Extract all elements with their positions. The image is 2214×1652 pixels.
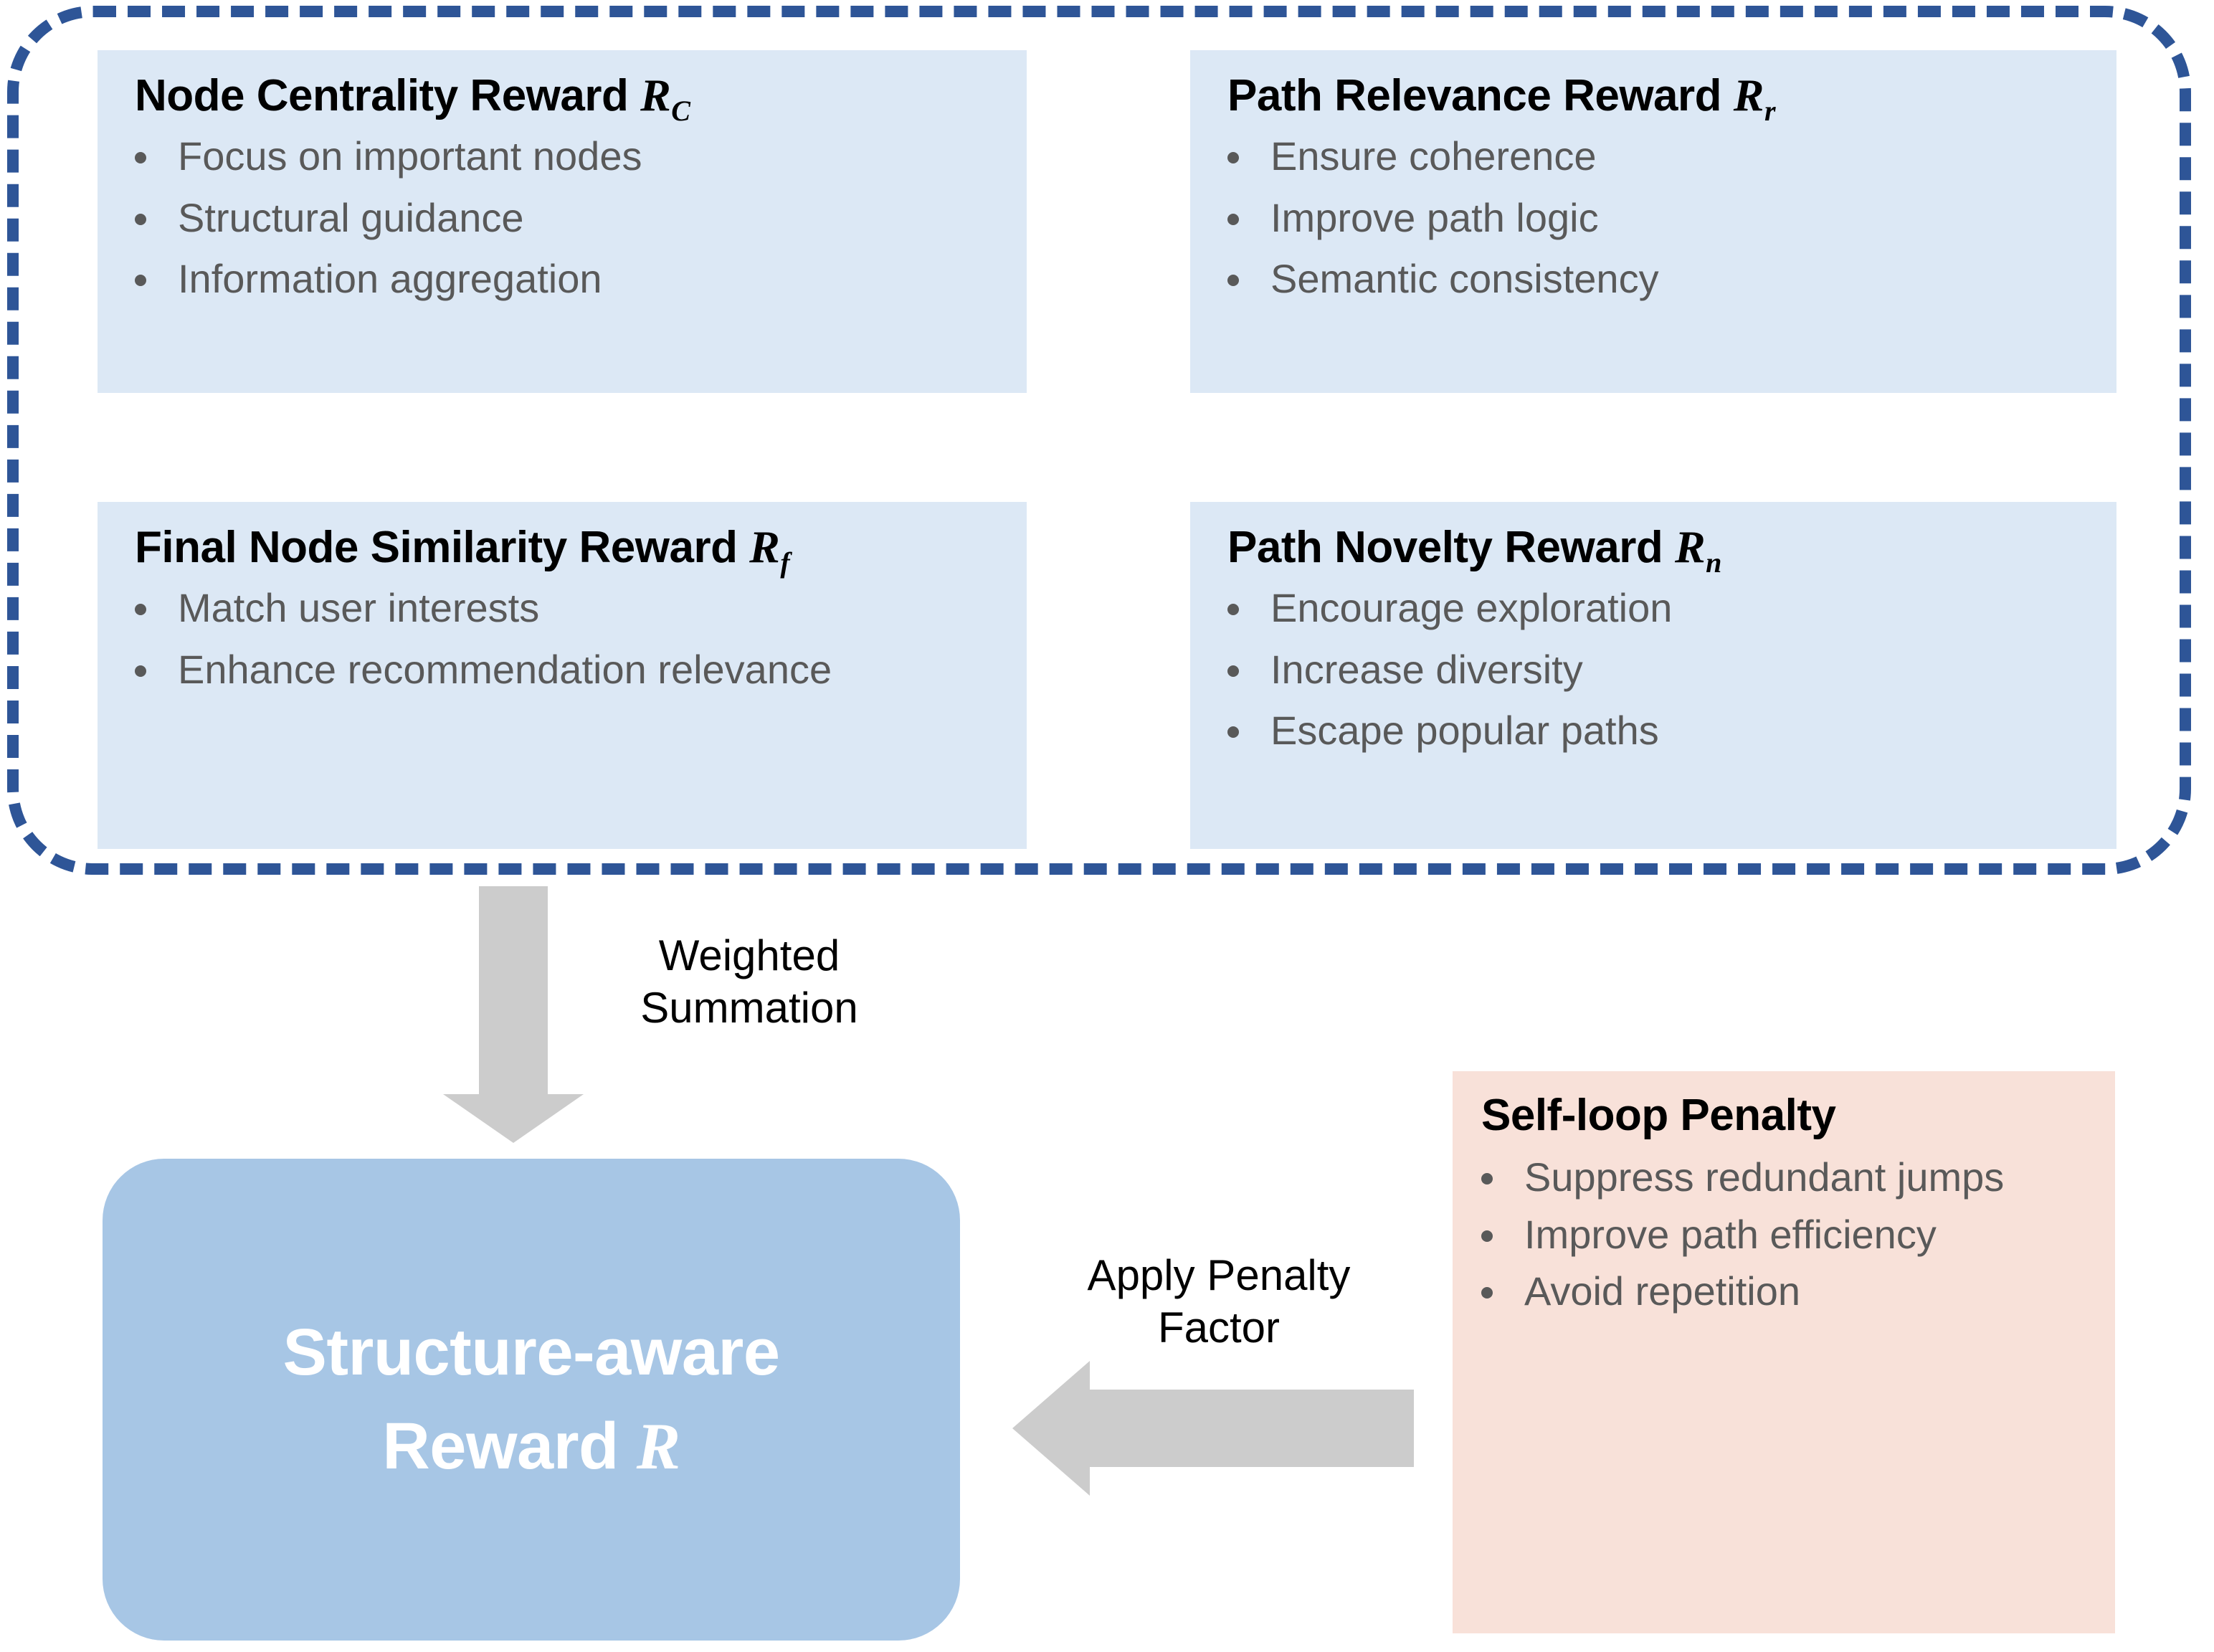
card-title-node-centrality: Node Centrality Reward RC (135, 70, 690, 127)
list-item: Information aggregation (135, 253, 1012, 305)
list-item: Match user interests (135, 582, 912, 634)
bullet-list-self-loop-penalty: Suppress redundant jumps Improve path ef… (1481, 1152, 2091, 1323)
bullet-dot-icon (135, 152, 146, 163)
arrow-label-line-1: Weighted (658, 931, 840, 979)
list-item: Improve path logic (1227, 192, 2102, 244)
bullet-list-final-node-similarity: Match user interests Enhance recommendat… (135, 582, 912, 705)
arrow-label-line-2: Summation (640, 984, 858, 1032)
bullet-dot-icon (135, 665, 146, 677)
bullet-text: Ensure coherence (1270, 133, 1597, 179)
bullet-text: Match user interests (178, 585, 540, 630)
arrow-label-line-2: Factor (1157, 1304, 1281, 1352)
card-node-centrality-reward: Node Centrality Reward RC Focus on impor… (98, 50, 1027, 393)
structure-aware-reward-box: Structure-aware Reward R (103, 1159, 960, 1641)
list-item: Improve path efficiency (1481, 1209, 2091, 1261)
result-line-1: Structure-aware (282, 1316, 780, 1390)
card-final-node-similarity-reward: Final Node Similarity Reward Rf Match us… (98, 502, 1027, 849)
arrow-label-apply-penalty: Apply Penalty Factor (1032, 1249, 1405, 1354)
list-item: Semantic consistency (1227, 253, 2102, 305)
bullet-text: Suppress redundant jumps (1524, 1154, 2005, 1200)
list-item: Ensure coherence (1227, 130, 2102, 182)
bullet-dot-icon (135, 213, 146, 225)
bullet-text: Improve path efficiency (1524, 1211, 1937, 1257)
card-title-path-novelty: Path Novelty Reward Rn (1227, 521, 1721, 579)
list-item: Escape popular paths (1227, 705, 2102, 756)
bullet-dot-icon (1227, 665, 1239, 677)
bullet-text: Semantic consistency (1270, 256, 1659, 302)
bullet-dot-icon (1227, 726, 1239, 739)
bullet-text: Structural guidance (178, 194, 524, 240)
bullet-text: Information aggregation (178, 256, 602, 302)
list-item: Suppress redundant jumps (1481, 1152, 2091, 1203)
bullet-text: Improve path logic (1270, 194, 1599, 240)
bullet-text: Enhance recommendation relevance (178, 646, 832, 692)
bullet-list-path-novelty: Encourage exploration Increase diversity… (1227, 582, 2102, 766)
self-loop-penalty-box: Self-loop Penalty Suppress redundant jum… (1453, 1071, 2115, 1633)
structure-aware-reward-label: Structure-aware Reward R (283, 1306, 780, 1493)
bullet-text: Encourage exploration (1270, 585, 1673, 630)
list-item: Encourage exploration (1227, 582, 2102, 634)
dashed-group-border (7, 6, 2191, 875)
card-path-novelty-reward: Path Novelty Reward Rn Encourage explora… (1190, 502, 2116, 849)
bullet-text: Avoid repetition (1524, 1268, 1800, 1314)
bullet-dot-icon (1227, 604, 1239, 615)
list-item: Focus on important nodes (135, 130, 1012, 182)
bullet-dot-icon (1481, 1230, 1493, 1242)
bullet-text: Escape popular paths (1270, 708, 1659, 754)
card-title-final-node-similarity: Final Node Similarity Reward Rf (135, 521, 790, 579)
bullet-dot-icon (135, 604, 146, 615)
bullet-dot-icon (1227, 152, 1239, 163)
bullet-list-node-centrality: Focus on important nodes Structural guid… (135, 130, 1012, 315)
bullet-text: Focus on important nodes (178, 133, 642, 179)
result-line-2: Reward R (382, 1410, 680, 1483)
list-item: Avoid repetition (1481, 1266, 2091, 1317)
card-path-relevance-reward: Path Relevance Reward Rr Ensure coherenc… (1190, 50, 2116, 393)
arrow-left-apply-penalty-icon (1012, 1361, 1414, 1496)
bullet-text: Increase diversity (1270, 646, 1583, 692)
card-title-path-relevance: Path Relevance Reward Rr (1227, 70, 1776, 127)
list-item: Enhance recommendation relevance (135, 644, 912, 696)
bullet-dot-icon (1481, 1287, 1493, 1299)
bullet-dot-icon (1227, 213, 1239, 225)
bullet-dot-icon (1481, 1173, 1493, 1185)
list-item: Structural guidance (135, 192, 1012, 244)
bullet-list-path-relevance: Ensure coherence Improve path logic Sema… (1227, 130, 2102, 315)
card-title-self-loop-penalty: Self-loop Penalty (1481, 1091, 1836, 1140)
arrow-label-line-1: Apply Penalty (1087, 1251, 1351, 1299)
arrow-label-weighted-summation: Weighted Summation (595, 929, 903, 1034)
arrow-down-weighted-summation-icon (443, 886, 584, 1143)
bullet-dot-icon (135, 275, 146, 287)
list-item: Increase diversity (1227, 644, 2102, 696)
bullet-dot-icon (1227, 275, 1239, 287)
